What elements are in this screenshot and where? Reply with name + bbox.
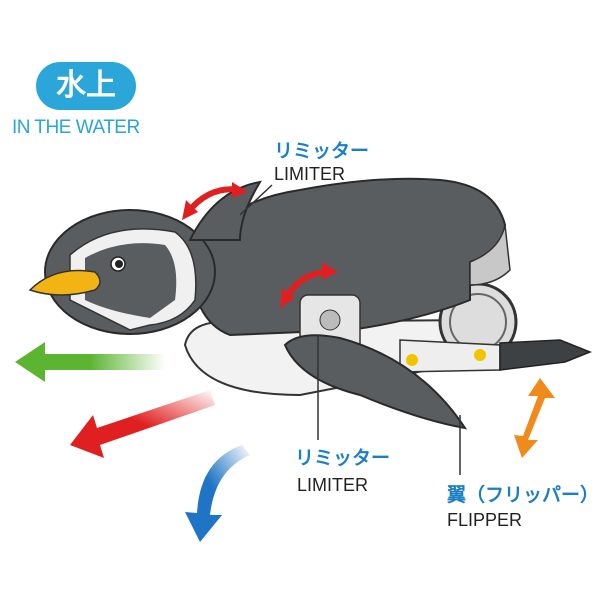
flipper-jp-label: 翼（フリッパー）: [447, 484, 600, 506]
beak: [28, 269, 101, 296]
arrow-orange-updown: [514, 378, 555, 458]
limiter-top-jp-label: リミッター: [274, 140, 370, 162]
arrow-green-forward: [15, 342, 165, 382]
limiter-bottom-en-label: LIMITER: [297, 475, 369, 495]
flipper: [283, 334, 468, 430]
top-flap: [188, 180, 263, 241]
penguin-head: [28, 209, 216, 335]
arrow-red-forward: [70, 390, 215, 458]
flipper-en-label: FLIPPER: [447, 510, 523, 530]
mode-badge: 水上: [36, 62, 136, 110]
mode-subtitle: IN THE WATER: [12, 117, 140, 138]
limiter-top-en-label: LIMITER: [274, 164, 346, 184]
limiter-bottom-jp-label: リミッター: [295, 447, 391, 469]
arrow-blue-downward: [185, 445, 250, 542]
